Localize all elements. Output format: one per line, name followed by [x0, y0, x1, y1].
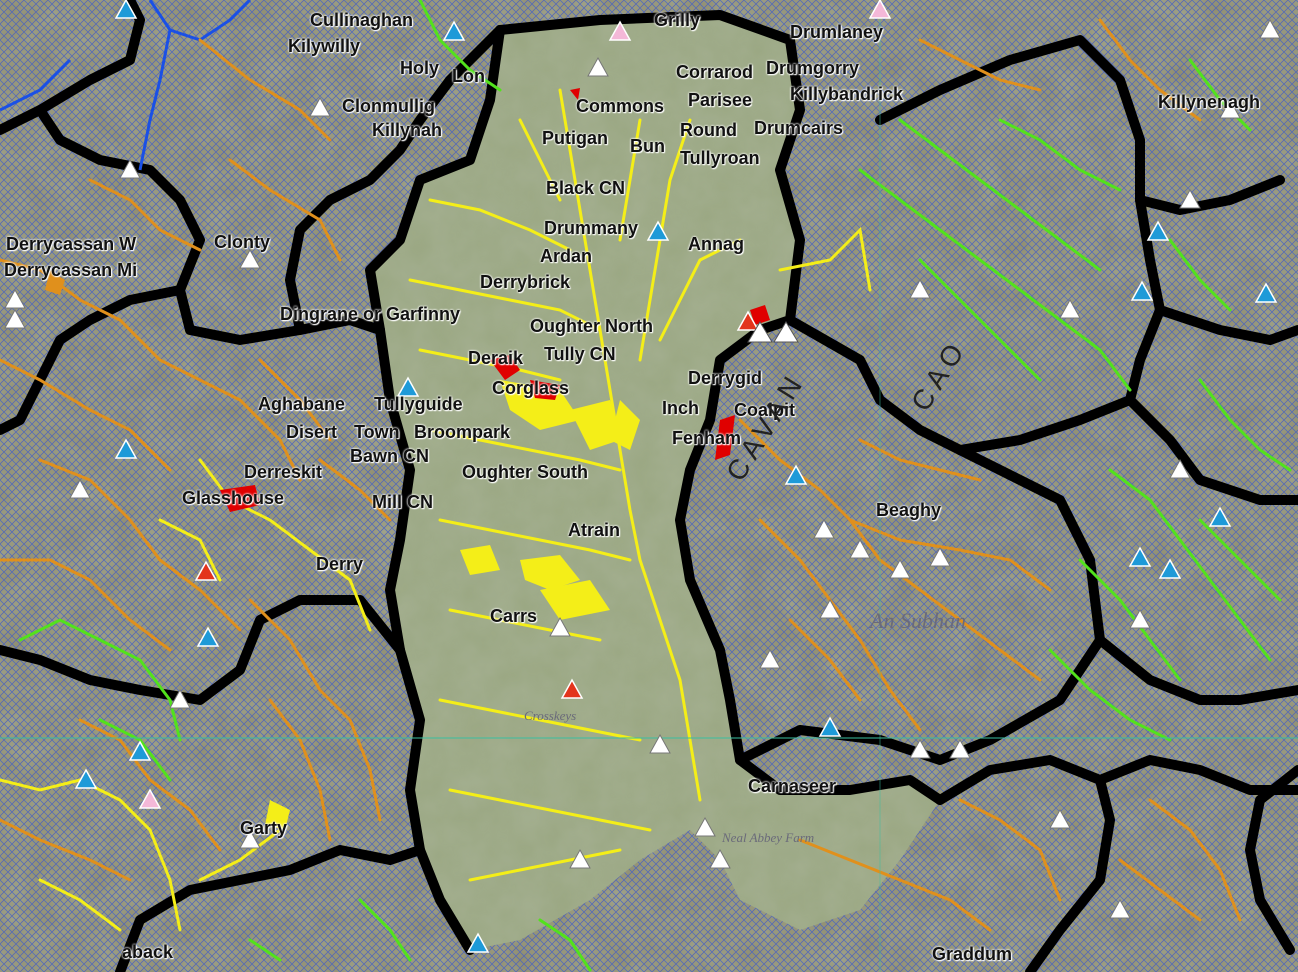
- label-coalpit: Coalpit: [734, 400, 795, 420]
- label-bawn-cn: Bawn CN: [350, 446, 430, 466]
- label-annag: Annag: [688, 234, 744, 254]
- label-glasshouse: Glasshouse: [182, 488, 285, 508]
- label-atrain: Atrain: [568, 520, 621, 540]
- label-fenham: Fenham: [672, 428, 742, 448]
- label-graddum: Graddum: [932, 944, 1013, 964]
- map-text-neal: Neal Abbey Farm: [722, 830, 815, 845]
- label-tullyguide: Tullyguide: [374, 394, 463, 414]
- label-aback: aback: [122, 942, 174, 962]
- label-derrybrick: Derrybrick: [480, 272, 571, 292]
- lake-label: An Subhan: [870, 608, 966, 633]
- label-grilly: Grilly: [654, 10, 701, 30]
- label-drumcairs: Drumcairs: [754, 118, 844, 138]
- label-clonty: Clonty: [214, 232, 270, 252]
- label-parisee: Parisee: [688, 90, 753, 110]
- label-clonmullig: Clonmullig: [342, 96, 435, 116]
- marker-blue-triangles[interactable]: [74, 0, 1278, 953]
- label-drumlaney: Drumlaney: [790, 22, 884, 42]
- label-killynah: Killynah: [372, 120, 443, 140]
- label-carnaseer: Carnaseer: [748, 776, 837, 796]
- yellow-patches: [45, 270, 640, 830]
- label-killynenagh: Killynenagh: [1158, 92, 1261, 112]
- label-oughter-north: Oughter North: [530, 316, 653, 336]
- label-deraik: Deraik: [468, 348, 524, 368]
- label-inch: Inch: [662, 398, 700, 418]
- label-round: Round: [680, 120, 737, 140]
- label-ardan: Ardan: [540, 246, 593, 266]
- label-derrycassan-w: Derrycassan W: [6, 234, 137, 254]
- label-beaghy: Beaghy: [876, 500, 942, 520]
- label-broompark: Broompark: [414, 422, 511, 442]
- label-aghabane: Aghabane: [258, 394, 346, 414]
- label-bun: Bun: [630, 136, 665, 156]
- label-town: Town: [354, 422, 400, 442]
- marker-white-triangles[interactable]: [4, 18, 1281, 919]
- site-markers[interactable]: [4, 0, 1281, 953]
- label-killybandrick: Killybandrick: [790, 84, 904, 104]
- label-cullinaghan: Cullinaghan: [310, 10, 413, 30]
- label-carrs: Carrs: [490, 606, 538, 626]
- label-garty: Garty: [240, 818, 288, 838]
- label-corglass: Corglass: [492, 378, 570, 398]
- red-patches: [220, 88, 770, 512]
- label-mill-cn: Mill CN: [372, 492, 433, 512]
- label-derry: Derry: [316, 554, 364, 574]
- label-oughter-south: Oughter South: [462, 462, 588, 482]
- label-tully-cn: Tully CN: [544, 344, 616, 364]
- label-derrycassan-mi: Derrycassan Mi: [4, 260, 138, 280]
- label-corrarod: Corrarod: [676, 62, 754, 82]
- label-lon: Lon: [452, 66, 485, 86]
- label-disert: Disert: [286, 422, 338, 442]
- marker-red-triangles[interactable]: [194, 310, 760, 699]
- rivers-orange: [0, 18, 1242, 932]
- map-text-crosskeys: Crosskeys: [524, 708, 577, 723]
- label-derreskit: Derreskit: [244, 462, 323, 482]
- marker-pink-triangles[interactable]: [138, 0, 892, 809]
- label-putigan: Putigan: [542, 128, 608, 148]
- label-black-cn: Black CN: [546, 178, 626, 198]
- marker-white-square-pairs[interactable]: [747, 321, 799, 343]
- label-drummany: Drummany: [544, 218, 639, 238]
- label-garfinny: Dingrane or Garfinny: [280, 304, 461, 324]
- label-drumgorry: Drumgorry: [766, 58, 860, 78]
- label-kilywilly: Kilywilly: [288, 36, 361, 56]
- label-holy: Holy: [400, 58, 440, 78]
- label-commons: Commons: [576, 96, 665, 116]
- label-tullyroan: Tullyroan: [680, 148, 760, 168]
- label-derrygid: Derrygid: [688, 368, 763, 388]
